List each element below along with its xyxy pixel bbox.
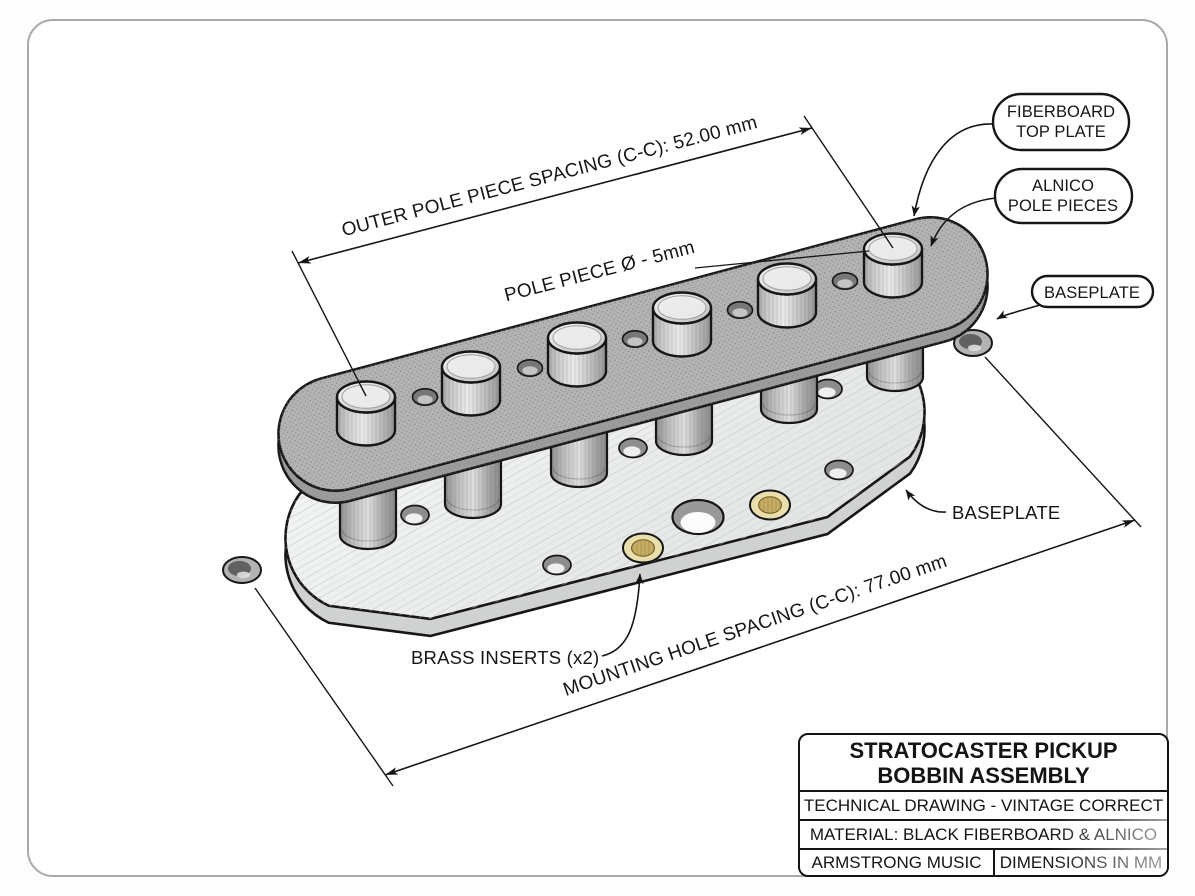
title-block-footer: ARMSTRONG MUSIC DIMENSIONS IN MM <box>800 848 1167 875</box>
title-block-company: ARMSTRONG MUSIC <box>800 850 995 875</box>
callout-bubble <box>1030 274 1155 309</box>
callout-fiberboard-top-plate: FIBERBOARD TOP PLATE <box>911 92 1131 217</box>
top-plate-hole <box>621 329 649 349</box>
title-block-title: STRATOCASTER PICKUP BOBBIN ASSEMBLY <box>800 735 1167 790</box>
brass-insert <box>749 489 791 521</box>
label-brass-inserts: BRASS INSERTS (x2) <box>411 573 644 668</box>
baseplate-hole <box>824 459 854 481</box>
extension-line <box>254 587 394 787</box>
baseplate-hole <box>618 437 648 459</box>
pole-piece <box>546 321 608 388</box>
baseplate-hole <box>813 378 843 400</box>
pole-piece <box>862 232 924 299</box>
baseplate-hole <box>400 504 430 526</box>
leader-line <box>996 304 1041 320</box>
dimension-line <box>297 127 813 264</box>
extension-line <box>803 115 894 249</box>
title-line-1: STRATOCASTER PICKUP <box>849 737 1118 763</box>
title-block-subtitle: TECHNICAL DRAWING - VINTAGE CORRECT <box>800 790 1167 819</box>
leader-line <box>601 573 644 657</box>
baseplate-label: BASEPLATE <box>952 502 1060 523</box>
dimension-text-outer-pole: OUTER POLE PIECE SPACING (C-C): 52.00 mm <box>340 112 760 241</box>
title-block: STRATOCASTER PICKUP BOBBIN ASSEMBLY TECH… <box>798 733 1169 877</box>
title-line-2: BOBBIN ASSEMBLY <box>877 762 1090 788</box>
callout-text: FIBERBOARD <box>1007 103 1115 121</box>
top-plate-hole <box>831 271 859 291</box>
pole-piece <box>440 350 502 417</box>
label-baseplate-plain: BASEPLATE <box>905 489 1060 523</box>
pole-piece <box>756 262 818 329</box>
callout-text: BASEPLATE <box>1044 284 1140 302</box>
callout-baseplate: BASEPLATE <box>996 274 1155 320</box>
callout-text: TOP PLATE <box>1016 123 1106 141</box>
pole-piece <box>651 291 713 358</box>
leader-line <box>694 250 870 269</box>
top-plate-hole <box>726 300 754 320</box>
title-block-material: MATERIAL: BLACK FIBERBOARD & ALNICO <box>800 819 1167 848</box>
callout-bubble <box>991 92 1131 152</box>
extension-line <box>984 356 1142 528</box>
pole-piece <box>335 380 397 447</box>
top-plate-hole <box>411 387 439 407</box>
callout-alnico-pole-pieces: ALNICO POLE PIECES <box>930 167 1134 247</box>
baseplate-center-hole <box>671 498 725 536</box>
leader-line <box>905 489 947 513</box>
brass-inserts-label: BRASS INSERTS (x2) <box>411 647 599 668</box>
callout-text: ALNICO <box>1032 177 1094 195</box>
leader-line <box>930 197 997 247</box>
title-block-units: DIMENSIONS IN MM <box>999 852 1163 872</box>
baseplate-hole <box>542 554 572 576</box>
dimension-line <box>384 519 1136 776</box>
extension-line <box>291 250 367 397</box>
mounting-hole-left <box>222 556 262 584</box>
callout-bubble <box>993 167 1134 225</box>
callout-text: POLE PIECES <box>1008 197 1118 215</box>
top-plate-hole <box>516 358 544 378</box>
leader-line <box>911 123 995 217</box>
brass-insert <box>622 532 664 564</box>
